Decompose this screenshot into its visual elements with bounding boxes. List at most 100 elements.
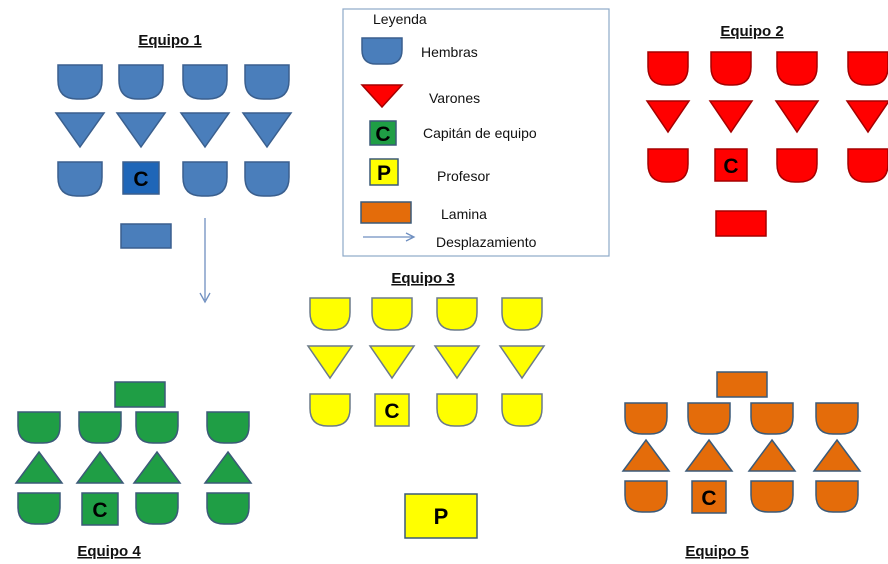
male-player-icon (241, 112, 293, 149)
team-4-group: Equipo 4 C (14, 381, 253, 560)
male-player-icon (75, 450, 125, 484)
team-2-title: Equipo 2 (720, 23, 783, 40)
female-player-icon (57, 161, 103, 197)
male-player-icon (845, 100, 888, 134)
captain-square-icon (81, 492, 119, 526)
sheet-rectangle-icon (114, 381, 166, 408)
male-player-icon (132, 450, 182, 484)
captain-square-icon (122, 161, 160, 195)
captain-square-icon (691, 480, 727, 514)
male-player-icon (645, 100, 691, 134)
female-player-icon (710, 51, 752, 86)
male-player-icon (433, 345, 481, 380)
legend-label-2: Capitán de equipo (423, 125, 537, 141)
captain-square-icon (374, 393, 410, 427)
male-player-icon (684, 438, 734, 472)
arrow-head-icon (199, 292, 211, 304)
legend-teacher-letter: P (377, 162, 391, 185)
female-player-icon (371, 297, 413, 331)
female-player-icon (687, 402, 731, 435)
team-1-title: Equipo 1 (138, 32, 201, 49)
legend-title: Leyenda (373, 11, 427, 27)
captain-letter: C (723, 155, 738, 178)
male-player-icon (498, 345, 546, 380)
female-player-icon (750, 402, 794, 435)
captain-square-icon (369, 120, 397, 146)
female-shape-icon (361, 37, 403, 65)
legend-label-3: Profesor (437, 168, 490, 184)
captain-letter: C (384, 400, 399, 423)
female-player-icon (776, 148, 818, 183)
female-player-icon (206, 411, 250, 444)
female-player-icon (647, 148, 689, 183)
female-player-icon (501, 297, 543, 331)
male-player-icon (14, 450, 64, 484)
female-player-icon (815, 480, 859, 513)
team-3-title: Equipo 3 (391, 270, 454, 287)
team-4-title: Equipo 4 (77, 543, 141, 560)
female-player-icon (206, 492, 250, 525)
female-player-icon (17, 411, 61, 444)
team-3-group: Equipo 3 C (306, 270, 546, 427)
female-player-icon (847, 51, 888, 86)
female-player-icon (436, 297, 478, 331)
arrow-head-icon (405, 232, 416, 242)
movement-arrow (199, 218, 211, 304)
teacher-letter: P (434, 504, 449, 529)
female-player-icon (135, 492, 179, 525)
female-player-icon (776, 51, 818, 86)
male-player-icon (179, 112, 231, 149)
female-player-icon (309, 393, 351, 427)
team-5-title: Equipo 5 (685, 543, 748, 560)
male-player-icon (54, 112, 106, 149)
sheet-rectangle-icon (715, 210, 767, 237)
sheet-rectangle-icon (360, 201, 412, 224)
sheet-rectangle-icon (120, 223, 172, 249)
female-player-icon (182, 64, 228, 100)
female-player-icon (17, 492, 61, 525)
female-player-icon (647, 51, 689, 86)
teacher-square-icon (369, 158, 399, 186)
male-player-icon (774, 100, 820, 134)
legend-label-1: Varones (429, 90, 480, 106)
captain-letter: C (133, 168, 148, 191)
male-player-icon (203, 450, 253, 484)
female-player-icon (244, 161, 290, 197)
team-2-group: Equipo 2 C (645, 23, 888, 237)
sheet-rectangle-icon (716, 371, 768, 398)
captain-square-icon (714, 148, 748, 182)
teacher-marker: P (404, 493, 478, 539)
legend-label-4: Lamina (441, 206, 487, 222)
male-player-icon (621, 438, 671, 472)
female-player-icon (624, 480, 668, 513)
male-player-icon (812, 438, 862, 472)
female-player-icon (750, 480, 794, 513)
teacher-square-icon (404, 493, 478, 539)
team-5-group: Equipo 5 C (621, 371, 862, 560)
female-player-icon (244, 64, 290, 100)
male-triangle-icon (360, 84, 404, 109)
male-player-icon (368, 345, 416, 380)
female-player-icon (847, 148, 888, 183)
captain-letter: C (701, 487, 716, 510)
male-player-icon (708, 100, 754, 134)
legend-label-5: Desplazamiento (436, 234, 537, 250)
captain-letter: C (92, 499, 107, 522)
female-player-icon (78, 411, 122, 444)
team-1-group: Equipo 1 C (54, 32, 293, 249)
female-player-icon (182, 161, 228, 197)
female-player-icon (309, 297, 351, 331)
female-player-icon (501, 393, 543, 427)
legend-label-0: Hembras (421, 44, 478, 60)
male-player-icon (115, 112, 167, 149)
legend-captain-letter: C (375, 123, 390, 146)
male-player-icon (306, 345, 354, 380)
male-player-icon (747, 438, 797, 472)
female-player-icon (436, 393, 478, 427)
female-player-icon (815, 402, 859, 435)
female-player-icon (118, 64, 164, 100)
female-player-icon (57, 64, 103, 100)
female-player-icon (624, 402, 668, 435)
